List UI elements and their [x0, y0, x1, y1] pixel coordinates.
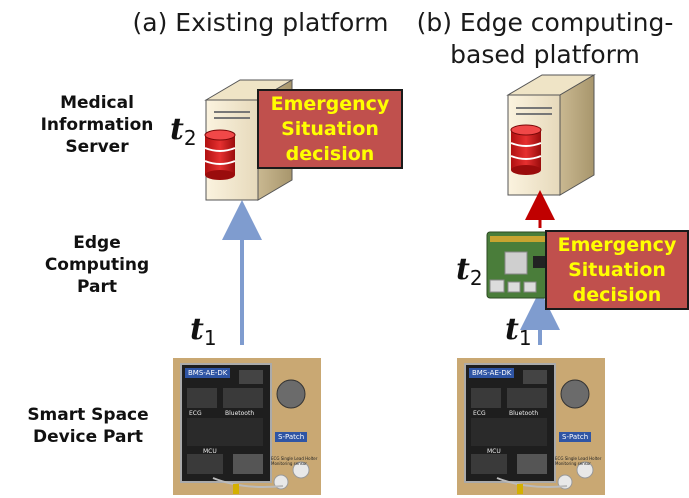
chip-label-mcu-left: MCU — [203, 448, 217, 455]
emergency-decision-box-left: Emergency Situation decision — [257, 89, 403, 169]
chip-label-ecg-left: ECG — [189, 410, 202, 417]
device-board-left-graphic — [180, 363, 310, 494]
label-smart-space-device-part: Smart Space Device Part — [27, 405, 149, 447]
database-right-icon — [510, 124, 542, 175]
device-title-left: BMS-AE-DK — [185, 368, 231, 378]
smart-device-kit-right: BMS-AE-DK S-Patch ECG Bluetooth MCU ECG … — [457, 358, 605, 495]
database-left-icon — [204, 129, 236, 180]
time-label-t2-left: t2 — [170, 112, 197, 151]
label-medical-information-server: Medical Information Server — [40, 93, 154, 157]
chip-label-ecg-right: ECG — [473, 410, 486, 417]
chip-label-bluetooth-left: Bluetooth — [225, 410, 255, 417]
title-edge-platform-line1: (b) Edge computing- — [416, 8, 674, 37]
time-label-t2-right: t2 — [456, 252, 483, 291]
label-edge-computing-part: Edge Computing Part — [44, 233, 150, 297]
time-label-t1-right: t1 — [505, 312, 532, 351]
device-board-right-graphic — [464, 363, 594, 494]
patch-label-left: S-Patch — [275, 432, 308, 442]
time-label-t1-left: t1 — [190, 312, 217, 351]
sensor-caption-left: ECG Single Lead Holter Monitoring sensor — [271, 456, 318, 466]
patch-label-right: S-Patch — [559, 432, 592, 442]
title-edge-platform-line2: based platform — [450, 40, 640, 69]
device-title-right: BMS-AE-DK — [469, 368, 515, 378]
chip-label-bluetooth-right: Bluetooth — [509, 410, 539, 417]
emergency-decision-box-right: Emergency Situation decision — [545, 230, 689, 310]
title-existing-platform: (a) Existing platform — [132, 8, 389, 37]
chip-label-mcu-right: MCU — [487, 448, 501, 455]
smart-device-kit-left: BMS-AE-DK S-Patch ECG Bluetooth MCU ECG … — [173, 358, 321, 495]
sensor-caption-right: ECG Single Lead Holter Monitoring sensor — [555, 456, 602, 466]
